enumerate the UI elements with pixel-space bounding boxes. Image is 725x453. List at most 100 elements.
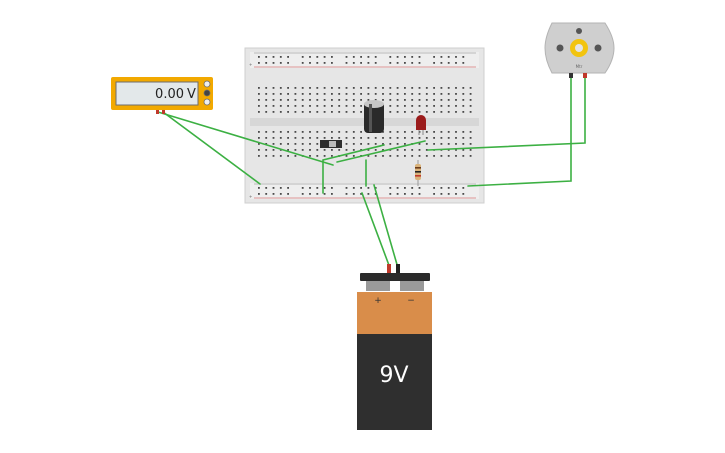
breadboard-hole[interactable] [382, 137, 384, 139]
breadboard-hole[interactable] [396, 155, 399, 157]
breadboard-hole[interactable] [294, 87, 297, 89]
breadboard-hole[interactable] [258, 62, 260, 64]
breadboard-hole[interactable] [374, 143, 377, 145]
breadboard-hole[interactable] [301, 187, 304, 189]
breadboard-hole[interactable] [258, 131, 260, 133]
breadboard-hole[interactable] [352, 155, 355, 157]
breadboard-hole[interactable] [367, 99, 370, 101]
breadboard-hole[interactable] [316, 131, 319, 133]
breadboard-hole[interactable] [316, 105, 319, 107]
breadboard-hole[interactable] [440, 105, 443, 107]
breadboard-hole[interactable] [433, 143, 435, 145]
resistor[interactable] [415, 160, 421, 186]
breadboard-hole[interactable] [455, 155, 457, 157]
breadboard-hole[interactable] [462, 193, 465, 195]
breadboard-hole[interactable] [272, 137, 275, 139]
breadboard-hole[interactable] [433, 56, 435, 58]
breadboard-hole[interactable] [382, 155, 384, 157]
breadboard-hole[interactable] [309, 149, 311, 151]
breadboard-hole[interactable] [389, 143, 392, 145]
breadboard-hole[interactable] [469, 131, 472, 133]
breadboard-hole[interactable] [301, 193, 304, 195]
breadboard-hole[interactable] [316, 187, 319, 189]
breadboard-hole[interactable] [258, 105, 260, 107]
breadboard-hole[interactable] [338, 105, 341, 107]
breadboard-hole[interactable] [396, 105, 399, 107]
breadboard-hole[interactable] [316, 62, 319, 64]
breadboard-hole[interactable] [301, 93, 304, 95]
breadboard-hole[interactable] [287, 131, 289, 133]
breadboard-hole[interactable] [258, 137, 260, 139]
breadboard-hole[interactable] [447, 143, 450, 145]
breadboard-hole[interactable] [447, 131, 450, 133]
breadboard-hole[interactable] [455, 93, 457, 95]
breadboard-hole[interactable] [294, 111, 297, 113]
breadboard-hole[interactable] [455, 137, 457, 139]
breadboard-hole[interactable] [279, 193, 282, 195]
breadboard-hole[interactable] [360, 62, 362, 64]
breadboard-hole[interactable] [418, 187, 421, 189]
breadboard-hole[interactable] [279, 187, 282, 189]
breadboard-hole[interactable] [433, 137, 435, 139]
breadboard-hole[interactable] [323, 56, 326, 58]
breadboard-hole[interactable] [265, 56, 268, 58]
breadboard-hole[interactable] [360, 105, 362, 107]
breadboard-hole[interactable] [447, 87, 450, 89]
breadboard-hole[interactable] [389, 62, 392, 64]
breadboard-hole[interactable] [411, 193, 414, 195]
breadboard-hole[interactable] [389, 155, 392, 157]
breadboard-hole[interactable] [418, 56, 421, 58]
breadboard-hole[interactable] [301, 62, 304, 64]
breadboard-hole[interactable] [455, 56, 457, 58]
breadboard-hole[interactable] [287, 56, 289, 58]
breadboard-hole[interactable] [425, 143, 428, 145]
breadboard-hole[interactable] [469, 137, 472, 139]
breadboard-hole[interactable] [323, 62, 326, 64]
breadboard-hole[interactable] [331, 93, 333, 95]
breadboard-hole[interactable] [396, 149, 399, 151]
breadboard-hole[interactable] [272, 193, 275, 195]
breadboard-hole[interactable] [265, 62, 268, 64]
breadboard-hole[interactable] [360, 187, 362, 189]
breadboard-hole[interactable] [455, 99, 457, 101]
breadboard-hole[interactable] [309, 93, 311, 95]
breadboard-hole[interactable] [272, 87, 275, 89]
breadboard-hole[interactable] [389, 93, 392, 95]
breadboard-hole[interactable] [287, 62, 289, 64]
breadboard-hole[interactable] [469, 105, 472, 107]
breadboard-hole[interactable] [360, 99, 362, 101]
breadboard-hole[interactable] [345, 143, 348, 145]
breadboard-hole[interactable] [367, 143, 370, 145]
breadboard-hole[interactable] [374, 56, 377, 58]
breadboard-hole[interactable] [382, 143, 384, 145]
breadboard-hole[interactable] [447, 111, 450, 113]
breadboard-hole[interactable] [265, 87, 268, 89]
breadboard-hole[interactable] [345, 105, 348, 107]
breadboard-hole[interactable] [352, 143, 355, 145]
breadboard-hole[interactable] [396, 193, 399, 195]
breadboard-hole[interactable] [433, 187, 435, 189]
breadboard-hole[interactable] [440, 87, 443, 89]
breadboard-hole[interactable] [404, 105, 406, 107]
slide-switch[interactable] [320, 140, 342, 148]
breadboard-hole[interactable] [367, 93, 370, 95]
breadboard-hole[interactable] [294, 149, 297, 151]
breadboard-hole[interactable] [345, 62, 348, 64]
breadboard-hole[interactable] [287, 137, 289, 139]
breadboard-hole[interactable] [382, 131, 384, 133]
breadboard-hole[interactable] [265, 99, 268, 101]
breadboard-hole[interactable] [433, 87, 435, 89]
breadboard-hole[interactable] [360, 111, 362, 113]
led[interactable] [416, 115, 426, 135]
breadboard-hole[interactable] [404, 187, 406, 189]
breadboard-hole[interactable] [396, 99, 399, 101]
breadboard-hole[interactable] [352, 193, 355, 195]
breadboard-hole[interactable] [447, 62, 450, 64]
breadboard-hole[interactable] [323, 87, 326, 89]
breadboard-hole[interactable] [425, 93, 428, 95]
breadboard-hole[interactable] [301, 87, 304, 89]
breadboard-hole[interactable] [447, 56, 450, 58]
breadboard-hole[interactable] [323, 93, 326, 95]
breadboard-hole[interactable] [316, 111, 319, 113]
breadboard-hole[interactable] [301, 111, 304, 113]
